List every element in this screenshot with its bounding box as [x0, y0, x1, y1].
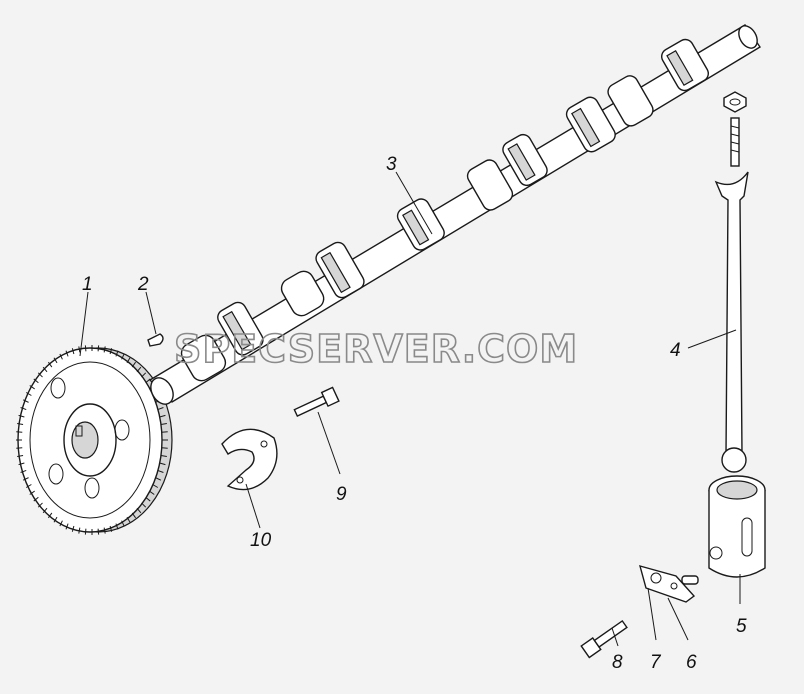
gear-tooth	[121, 353, 125, 360]
gear-tooth	[115, 350, 119, 357]
callout-9: 9	[336, 484, 347, 505]
push-rod	[714, 91, 749, 473]
gear-tooth	[160, 454, 167, 457]
leader-3	[395, 171, 433, 235]
gear-tooth	[155, 477, 162, 481]
callout-7: 7	[650, 652, 662, 673]
gear-tooth	[161, 431, 168, 433]
woodruff-key	[147, 333, 164, 347]
gear-tooth	[47, 512, 53, 519]
leader-8	[611, 627, 619, 647]
gear-tooth	[109, 348, 113, 355]
leader-9	[317, 411, 341, 475]
gear-tooth	[17, 454, 24, 457]
callout-6: 6	[686, 652, 697, 673]
gear-tooth	[149, 490, 155, 495]
gear-tooth	[65, 350, 69, 357]
gear-tooth	[84, 528, 87, 535]
gear-tooth	[33, 378, 39, 384]
timing-gear	[16, 345, 173, 535]
camshaft	[148, 24, 761, 405]
gear-tooth	[109, 525, 113, 532]
gear-tooth	[29, 490, 35, 495]
gear-tooth	[47, 361, 53, 368]
watermark: SPECSERVER.COM	[174, 327, 578, 371]
gear-tooth	[33, 496, 39, 502]
gear-tooth	[152, 484, 159, 488]
gear-tooth	[97, 345, 100, 352]
gear-tooth	[22, 399, 29, 403]
callout-1: 1	[82, 274, 93, 295]
gear-tooth	[159, 414, 166, 418]
gear-tooth	[18, 462, 25, 466]
gear-tooth	[71, 525, 75, 532]
gear-tooth	[78, 527, 81, 534]
gear-tooth	[65, 523, 69, 530]
gear-tooth	[84, 345, 87, 352]
gear-tooth	[16, 447, 23, 449]
gear-tooth	[37, 502, 43, 508]
gear-tooth	[53, 516, 58, 523]
thrust-flange	[221, 428, 278, 491]
gear-tooth	[29, 385, 35, 390]
gear-tooth	[18, 414, 25, 418]
gear-tooth	[159, 462, 166, 466]
gear-tooth	[157, 407, 164, 411]
leader-1	[79, 291, 89, 357]
gear-tooth	[157, 469, 164, 473]
gear-tooth	[25, 484, 32, 488]
leader-2	[145, 291, 157, 335]
screw	[293, 386, 340, 417]
gear-tooth	[17, 423, 24, 426]
leader-6	[667, 597, 689, 641]
gear-tooth	[131, 512, 137, 519]
gear-tooth	[20, 407, 27, 411]
gear-tooth	[136, 366, 142, 373]
callout-8: 8	[612, 652, 623, 673]
tappet	[708, 475, 766, 578]
gear-tooth	[97, 528, 100, 535]
gear-tooth	[131, 361, 137, 368]
gear-tooth	[161, 447, 168, 449]
gear-tooth	[160, 423, 167, 426]
gear-tooth	[145, 496, 151, 502]
leader-7	[647, 587, 657, 641]
gear-tooth	[103, 527, 106, 534]
callout-2: 2	[137, 274, 149, 295]
callout-10: 10	[250, 530, 272, 551]
gear-tooth	[71, 348, 75, 355]
callout-5: 5	[736, 616, 747, 637]
gear-tooth	[42, 507, 48, 514]
leader-4	[687, 329, 737, 349]
gear-tooth	[59, 520, 63, 527]
gear-tooth	[136, 507, 142, 514]
gear-tooth	[78, 346, 81, 353]
callout-4: 4	[670, 340, 681, 361]
gear-tooth	[121, 520, 125, 527]
gear-tooth	[141, 502, 147, 508]
gear-tooth	[141, 372, 147, 378]
gear-tooth	[20, 469, 27, 473]
gear-tooth	[115, 523, 119, 530]
gear-teeth	[16, 345, 168, 535]
leader-10	[245, 483, 261, 529]
gear-tooth	[103, 346, 106, 353]
gear-tooth	[59, 353, 63, 360]
callout-3: 3	[386, 154, 397, 175]
tappet-stop	[639, 564, 699, 603]
gear-tooth	[42, 366, 48, 373]
bolt	[580, 619, 628, 659]
gear-tooth	[16, 431, 23, 433]
gear-tooth	[126, 357, 131, 364]
gear-tooth	[25, 392, 32, 396]
gear-tooth	[22, 477, 29, 481]
gear-tooth	[53, 357, 58, 364]
gear-tooth	[126, 516, 131, 523]
gear-tooth	[37, 372, 43, 378]
